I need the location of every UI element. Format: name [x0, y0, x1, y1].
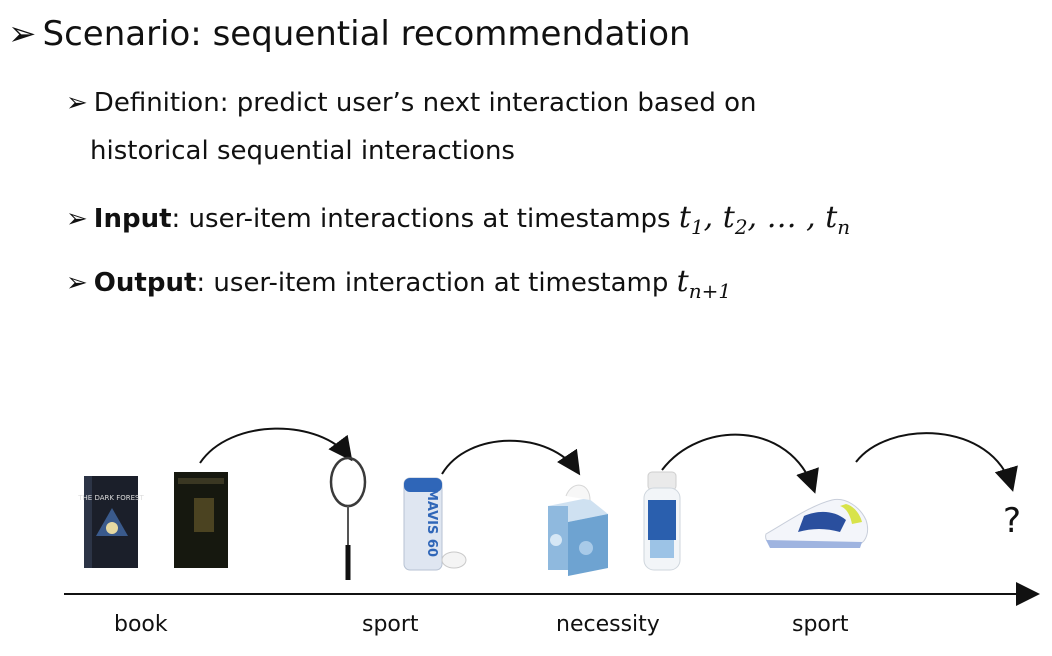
transition-arrow	[199, 427, 353, 464]
transition-arrow	[661, 433, 819, 494]
shuttlecock-tube-icon: MAVIS 60	[403, 477, 467, 571]
output-text: : user-item interaction at timestamp	[196, 268, 677, 298]
racket-icon	[329, 456, 367, 580]
bullet-arrow-icon: ➢	[8, 14, 37, 54]
transition-arrow	[855, 432, 1018, 492]
category-label-book: book	[114, 612, 168, 637]
output-label: Output	[93, 268, 197, 298]
book-caption: THE DARK FOREST	[77, 494, 144, 502]
heading-text: Scenario: sequential recommendation	[42, 14, 691, 54]
category-label-sport: sport	[362, 612, 419, 637]
book-icon	[174, 472, 228, 568]
definition-continuation: historical sequential interactions	[90, 136, 515, 166]
slide-heading: ➢Scenario: sequential recommendation	[8, 14, 691, 54]
bullet-arrow-icon: ➢	[66, 88, 88, 118]
shoe-icon	[765, 498, 869, 548]
input-bullet: ➢Input: user-item interactions at timest…	[66, 200, 850, 239]
input-timestamps: t1, t2, … , tn	[678, 200, 851, 239]
input-text: : user-item interactions at timestamps	[171, 204, 679, 234]
book-icon: THE DARK FOREST	[77, 476, 144, 568]
tube-label: MAVIS 60	[424, 488, 439, 557]
shampoo-bottle-icon	[643, 471, 681, 571]
transition-arrow	[441, 439, 581, 476]
category-label-necessity: necessity	[556, 612, 660, 637]
output-bullet: ➢Output: user-item interaction at timest…	[66, 264, 731, 303]
output-timestamp: tn+1	[676, 264, 732, 303]
definition-line2: historical sequential interactions	[90, 136, 515, 166]
next-item-question: ?	[1003, 501, 1021, 541]
tissue-box-icon	[548, 484, 608, 576]
bullet-arrow-icon: ➢	[66, 204, 88, 234]
definition-line1: Definition: predict user’s next interact…	[93, 88, 757, 118]
definition-bullet: ➢Definition: predict user’s next interac…	[66, 88, 756, 118]
category-label-sport-2: sport	[792, 612, 849, 637]
bullet-arrow-icon: ➢	[66, 268, 88, 298]
input-label: Input	[93, 204, 172, 234]
